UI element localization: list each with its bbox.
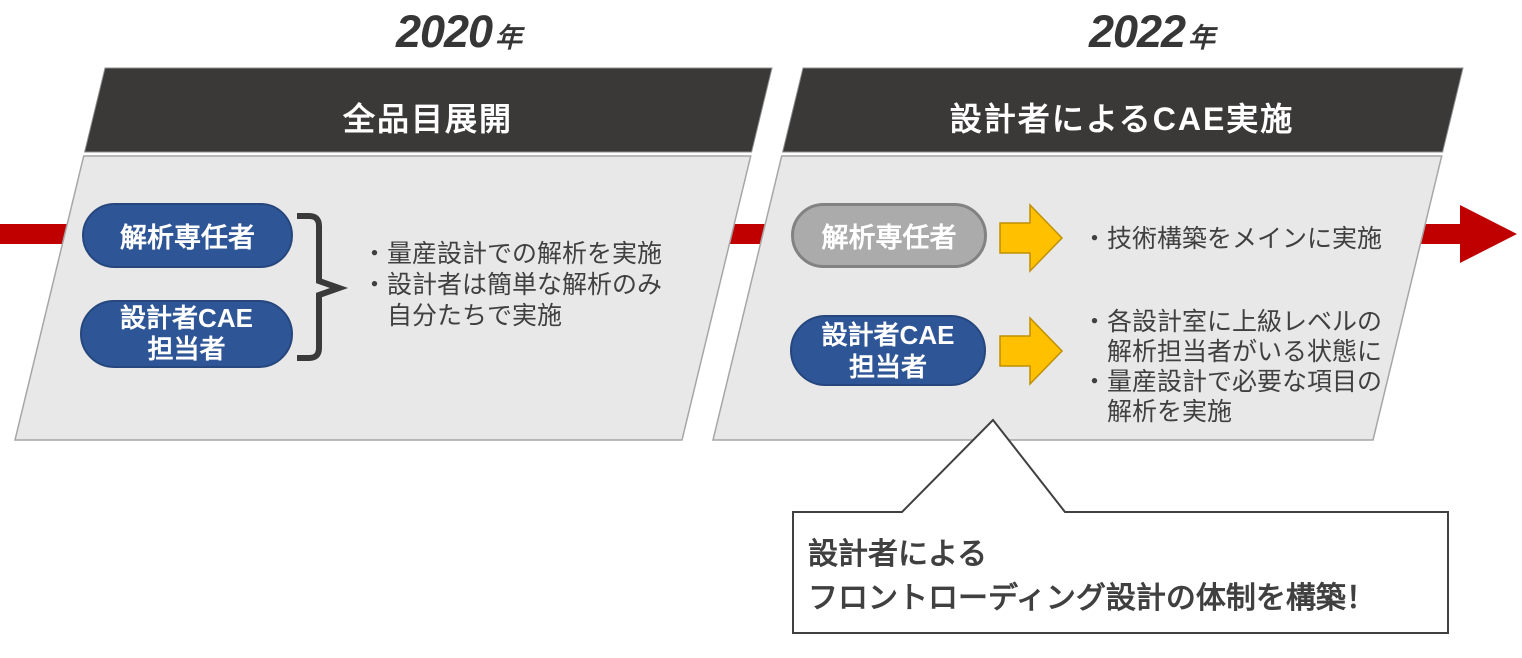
flow-arrow-icon <box>999 316 1064 386</box>
pill-label: 設計者CAE <box>120 303 253 333</box>
bullet-line: 自分たちで実施 <box>362 302 563 330</box>
year-number: 2020 <box>395 6 493 57</box>
callout-bubble <box>792 418 1449 634</box>
left-panel-bullets: ・量産設計での解析を実施 ・設計者は簡単な解析のみ 自分たちで実施 <box>362 239 662 332</box>
bullet-line: ・各設計室に上級レベルの <box>1082 308 1383 336</box>
role-pill-designer-cae: 設計者CAE 担当者 <box>80 300 293 368</box>
bullet-line: 解析担当者がいる状態に <box>1082 338 1383 366</box>
year-suffix: 年 <box>1188 23 1216 53</box>
left-panel-header-band <box>83 67 773 153</box>
bullet-line: ・量産設計で必要な項目の <box>1082 368 1383 396</box>
year-number: 2022 <box>1088 6 1186 57</box>
callout-message: 設計者による フロントローディング設計の体制を構築！ <box>808 533 1376 621</box>
pill-label: 担当者 <box>848 351 927 382</box>
year-label-2020: 2020 年 <box>328 6 590 58</box>
year-label-2022: 2022 年 <box>1021 6 1283 58</box>
bullet-line: ・量産設計での解析を実施 <box>362 240 663 268</box>
flow-arrow-icon <box>999 203 1064 273</box>
right-panel-row2-bullets: ・各設計室に上級レベルの 解析担当者がいる状態に ・量産設計で必要な項目の 解析… <box>1082 307 1382 427</box>
right-panel-row1-bullets: ・技術構築をメインに実施 <box>1082 224 1382 255</box>
right-panel-title: 設計者によるCAE実施 <box>949 101 1295 137</box>
callout-line: 設計者による <box>808 538 988 571</box>
pill-label: 解析専任者 <box>821 223 957 253</box>
brace-icon <box>297 213 349 361</box>
left-panel-title: 全品目展開 <box>342 101 513 137</box>
pill-label: 設計者CAE <box>821 319 955 350</box>
bullet-line: ・設計者は簡単な解析のみ <box>362 271 663 299</box>
pill-label: 担当者 <box>147 334 226 364</box>
year-suffix: 年 <box>495 23 523 53</box>
role-pill-designer-cae: 設計者CAE 担当者 <box>790 315 986 386</box>
role-pill-analysis-specialist: 解析専任者 <box>82 203 293 268</box>
right-panel-header-band <box>781 67 1464 153</box>
role-pill-analysis-specialist: 解析専任者 <box>791 203 987 268</box>
timeline-arrow <box>0 205 1517 263</box>
bullet-line: 解析を実施 <box>1082 398 1233 426</box>
pill-label: 解析専任者 <box>120 223 255 253</box>
callout-line: フロントローディング設計の体制を構築！ <box>808 582 1376 615</box>
bullet-line: ・技術構築をメインに実施 <box>1082 225 1383 253</box>
